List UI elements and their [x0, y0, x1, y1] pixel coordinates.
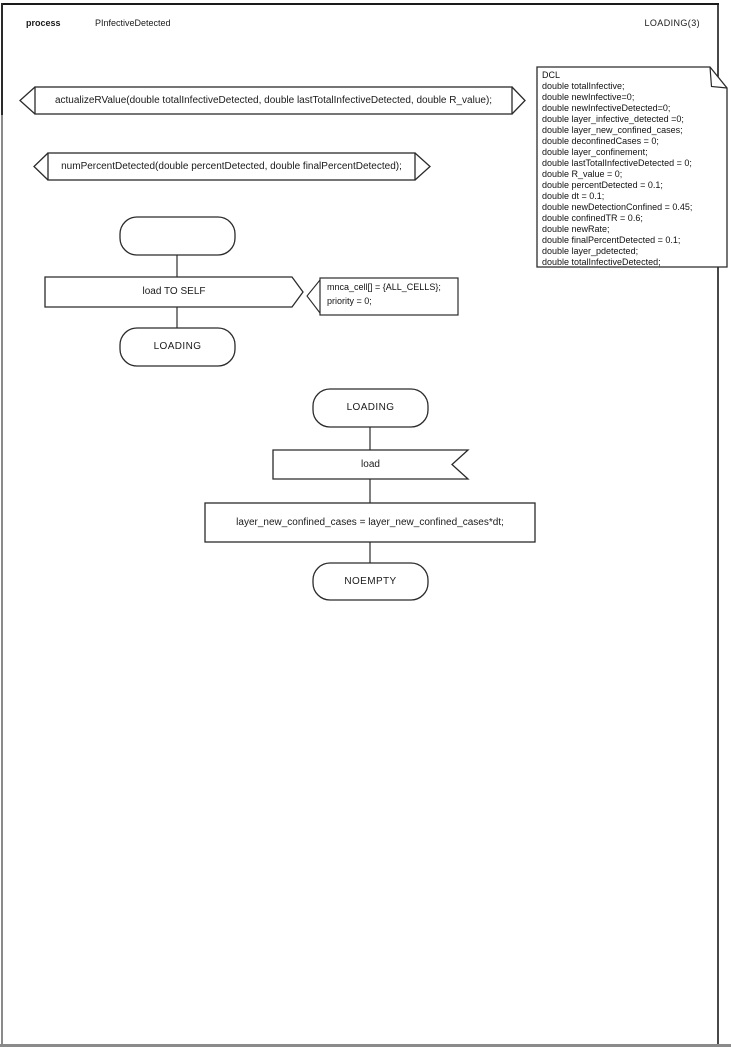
- state-noempty-label: NOEMPTY: [344, 575, 397, 587]
- dcl-line: double newInfectiveDetected=0;: [542, 103, 671, 113]
- comment-box-shape: [319, 277, 459, 316]
- dcl-line: DCL: [542, 70, 561, 80]
- dcl-line: double layer_confinement;: [542, 147, 648, 157]
- dcl-line: double deconfinedCases = 0;: [542, 136, 659, 146]
- dcl-line: double totalInfective;: [542, 81, 625, 91]
- state-loading-2-label: LOADING: [346, 402, 395, 413]
- dcl-line: double newInfective=0;: [542, 92, 635, 102]
- output-load-to-self-label: load TO SELF: [142, 286, 206, 297]
- process-name-label: PInfectiveDetected: [95, 18, 171, 28]
- start-state-label: [120, 217, 235, 255]
- comment-line-1: mnca_cell[] = {ALL_CELLS};: [327, 282, 441, 292]
- dcl-line: double R_value = 0;: [542, 169, 623, 179]
- viewport-bottom-edge: [0, 1044, 731, 1047]
- dcl-line: double newRate;: [542, 224, 610, 234]
- procedure-decl-1-left-cap: [19, 86, 36, 115]
- comment-box-text: mnca_cell[] = {ALL_CELLS}; priority = 0;: [327, 281, 441, 308]
- comment-line-2: priority = 0;: [327, 295, 372, 306]
- dcl-line: double totalInfectiveDetected;: [542, 257, 661, 267]
- dcl-line: double confinedTR = 0.6;: [542, 213, 643, 223]
- dcl-line: double layer_pdetected;: [542, 246, 639, 256]
- dcl-note-fold-corner: [709, 66, 728, 89]
- process-keyword-label: process: [26, 18, 61, 28]
- procedure-decl-1-right-cap: [511, 86, 526, 115]
- procedure-decl-2-left-cap: [33, 152, 49, 181]
- dcl-line: double dt = 0.1;: [542, 191, 605, 201]
- dcl-line: double finalPercentDetected = 0.1;: [542, 235, 681, 245]
- state-noempty-shape: [312, 562, 429, 601]
- procedure-decl-2-shape: [47, 152, 416, 181]
- input-load-label: load: [361, 458, 380, 470]
- dcl-note-shape: [536, 66, 728, 268]
- procedure-decl-2-right-cap: [414, 152, 431, 181]
- page-reference-label: LOADING(3): [644, 18, 700, 28]
- dcl-line: double percentDetected = 0.1;: [542, 180, 663, 190]
- task-box-label: layer_new_confined_cases = layer_new_con…: [236, 516, 504, 528]
- comment-attach-bracket: [306, 279, 321, 314]
- dcl-line: double layer_infective_detected =0;: [542, 114, 684, 124]
- procedure-decl-1-label: actualizeRValue(double totalInfectiveDet…: [54, 94, 493, 106]
- procedure-decl-1-shape: [34, 86, 513, 115]
- dcl-line: double lastTotalInfectiveDetected = 0;: [542, 158, 692, 168]
- procedure-decl-2-label: numPercentDetected(double percentDetecte…: [61, 160, 402, 172]
- dcl-line: double layer_new_confined_cases;: [542, 125, 683, 135]
- task-box-shape: [204, 502, 536, 543]
- dcl-note-text: DCL double totalInfective; double newInf…: [542, 70, 692, 268]
- state-loading-1-shape: [119, 327, 236, 367]
- state-loading-1-label: LOADING: [153, 341, 202, 352]
- input-load-shape: [272, 449, 470, 480]
- dcl-line: double newDetectionConfined = 0.45;: [542, 202, 693, 212]
- output-load-to-self-shape: [44, 276, 304, 308]
